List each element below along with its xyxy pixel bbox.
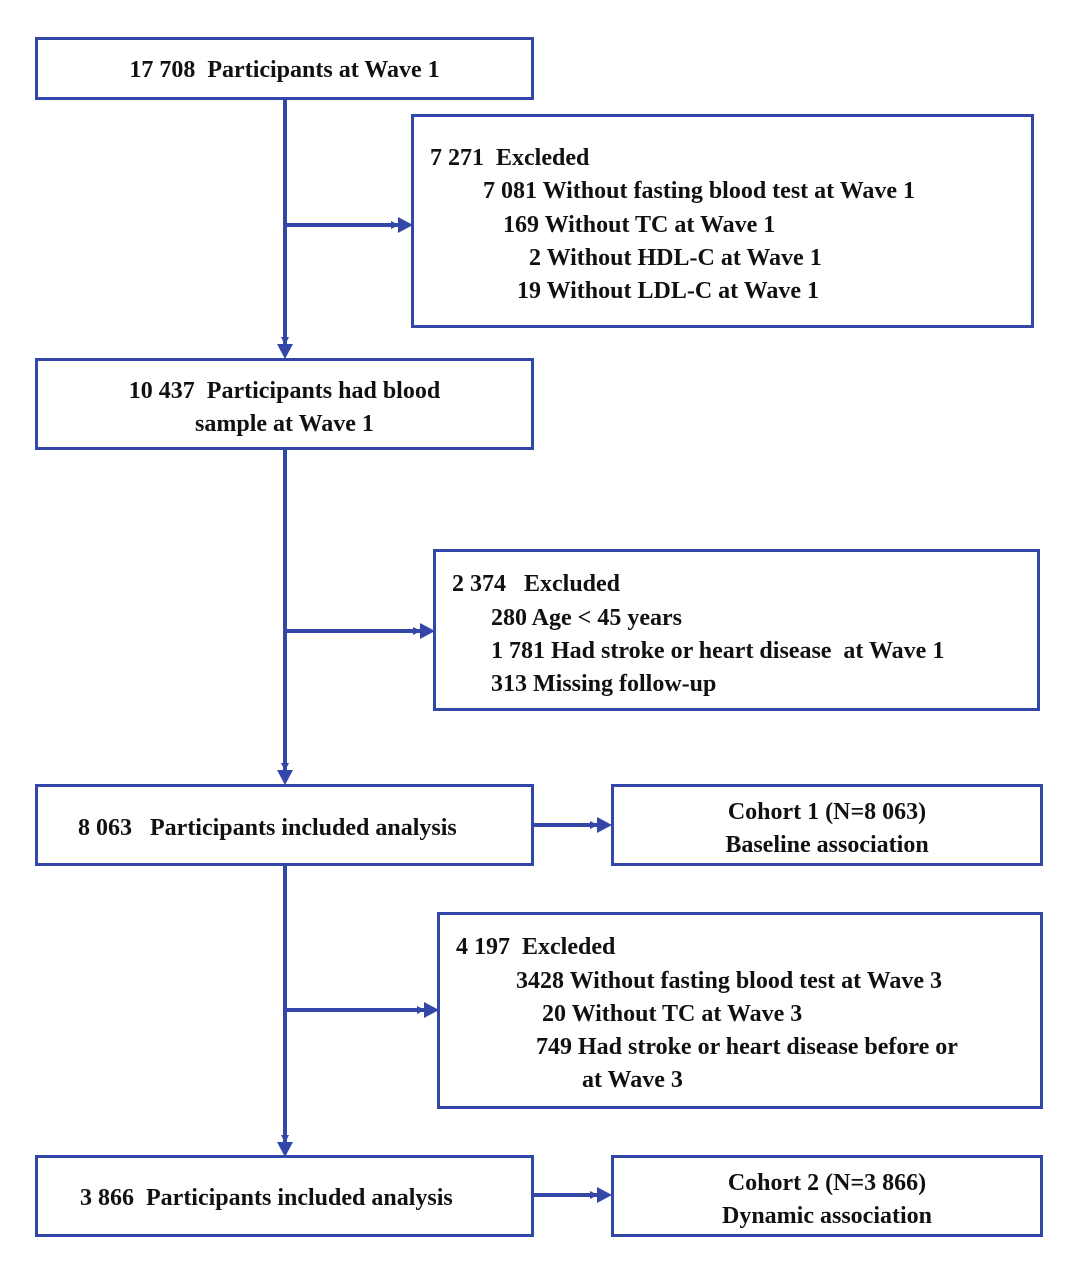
- included-analysis-box-1: 8 063 Participants included analysis: [35, 784, 534, 866]
- exclusion-2-item-1: 280 Age < 45 years: [491, 605, 682, 631]
- exclusion-2-item-2: 1 781 Had stroke or heart disease at Wav…: [491, 638, 945, 664]
- exclusion-1-header: 7 271 Excleded: [430, 145, 590, 171]
- cohort-2-box: Cohort 2 (N=3 866) Dynamic association: [611, 1155, 1043, 1237]
- blood-sample-text-line2: sample at Wave 1: [195, 411, 374, 437]
- exclusion-3-header: 4 197 Excleded: [456, 934, 616, 960]
- exclusion-3-item-2: 20 Without TC at Wave 3: [542, 1001, 803, 1027]
- exclusion-3-item-4: at Wave 3: [582, 1067, 683, 1093]
- included-analysis-1-text: 8 063 Participants included analysis: [78, 815, 457, 841]
- participants-wave1-text: 17 708 Participants at Wave 1: [129, 57, 440, 83]
- cohort-1-subtitle: Baseline association: [725, 832, 929, 858]
- exclusion-2-item-3: 313 Missing follow-up: [491, 671, 717, 697]
- cohort-1-title: Cohort 1 (N=8 063): [727, 799, 927, 825]
- cohort-1-box: Cohort 1 (N=8 063) Baseline association: [611, 784, 1043, 866]
- included-analysis-2-text: 3 866 Participants included analysis: [80, 1185, 453, 1211]
- blood-sample-text-line1: 10 437 Participants had blood: [128, 378, 441, 404]
- exclusion-box-2: 2 374 Excluded 280 Age < 45 years 1 781 …: [433, 549, 1040, 711]
- included-analysis-box-2: 3 866 Participants included analysis: [35, 1155, 534, 1237]
- exclusion-1-item-1: 7 081 Without fasting blood test at Wave…: [483, 178, 916, 204]
- exclusion-1-item-3: 2 Without HDL-C at Wave 1: [529, 245, 822, 271]
- cohort-2-subtitle: Dynamic association: [722, 1203, 932, 1229]
- exclusion-1-item-4: 19 Without LDL-C at Wave 1: [517, 278, 820, 304]
- exclusion-1-item-2: 169 Without TC at Wave 1: [503, 212, 776, 238]
- exclusion-box-1: 7 271 Excleded 7 081 Without fasting blo…: [411, 114, 1034, 328]
- participants-wave1-box: 17 708 Participants at Wave 1: [35, 37, 534, 100]
- blood-sample-box: 10 437 Participants had blood sample at …: [35, 358, 534, 450]
- exclusion-box-3: 4 197 Excleded 3428 Without fasting bloo…: [437, 912, 1043, 1109]
- exclusion-2-header: 2 374 Excluded: [452, 571, 621, 597]
- exclusion-3-item-1: 3428 Without fasting blood test at Wave …: [516, 968, 943, 994]
- cohort-2-title: Cohort 2 (N=3 866): [727, 1170, 927, 1196]
- exclusion-3-item-3: 749 Had stroke or heart disease before o…: [536, 1034, 958, 1060]
